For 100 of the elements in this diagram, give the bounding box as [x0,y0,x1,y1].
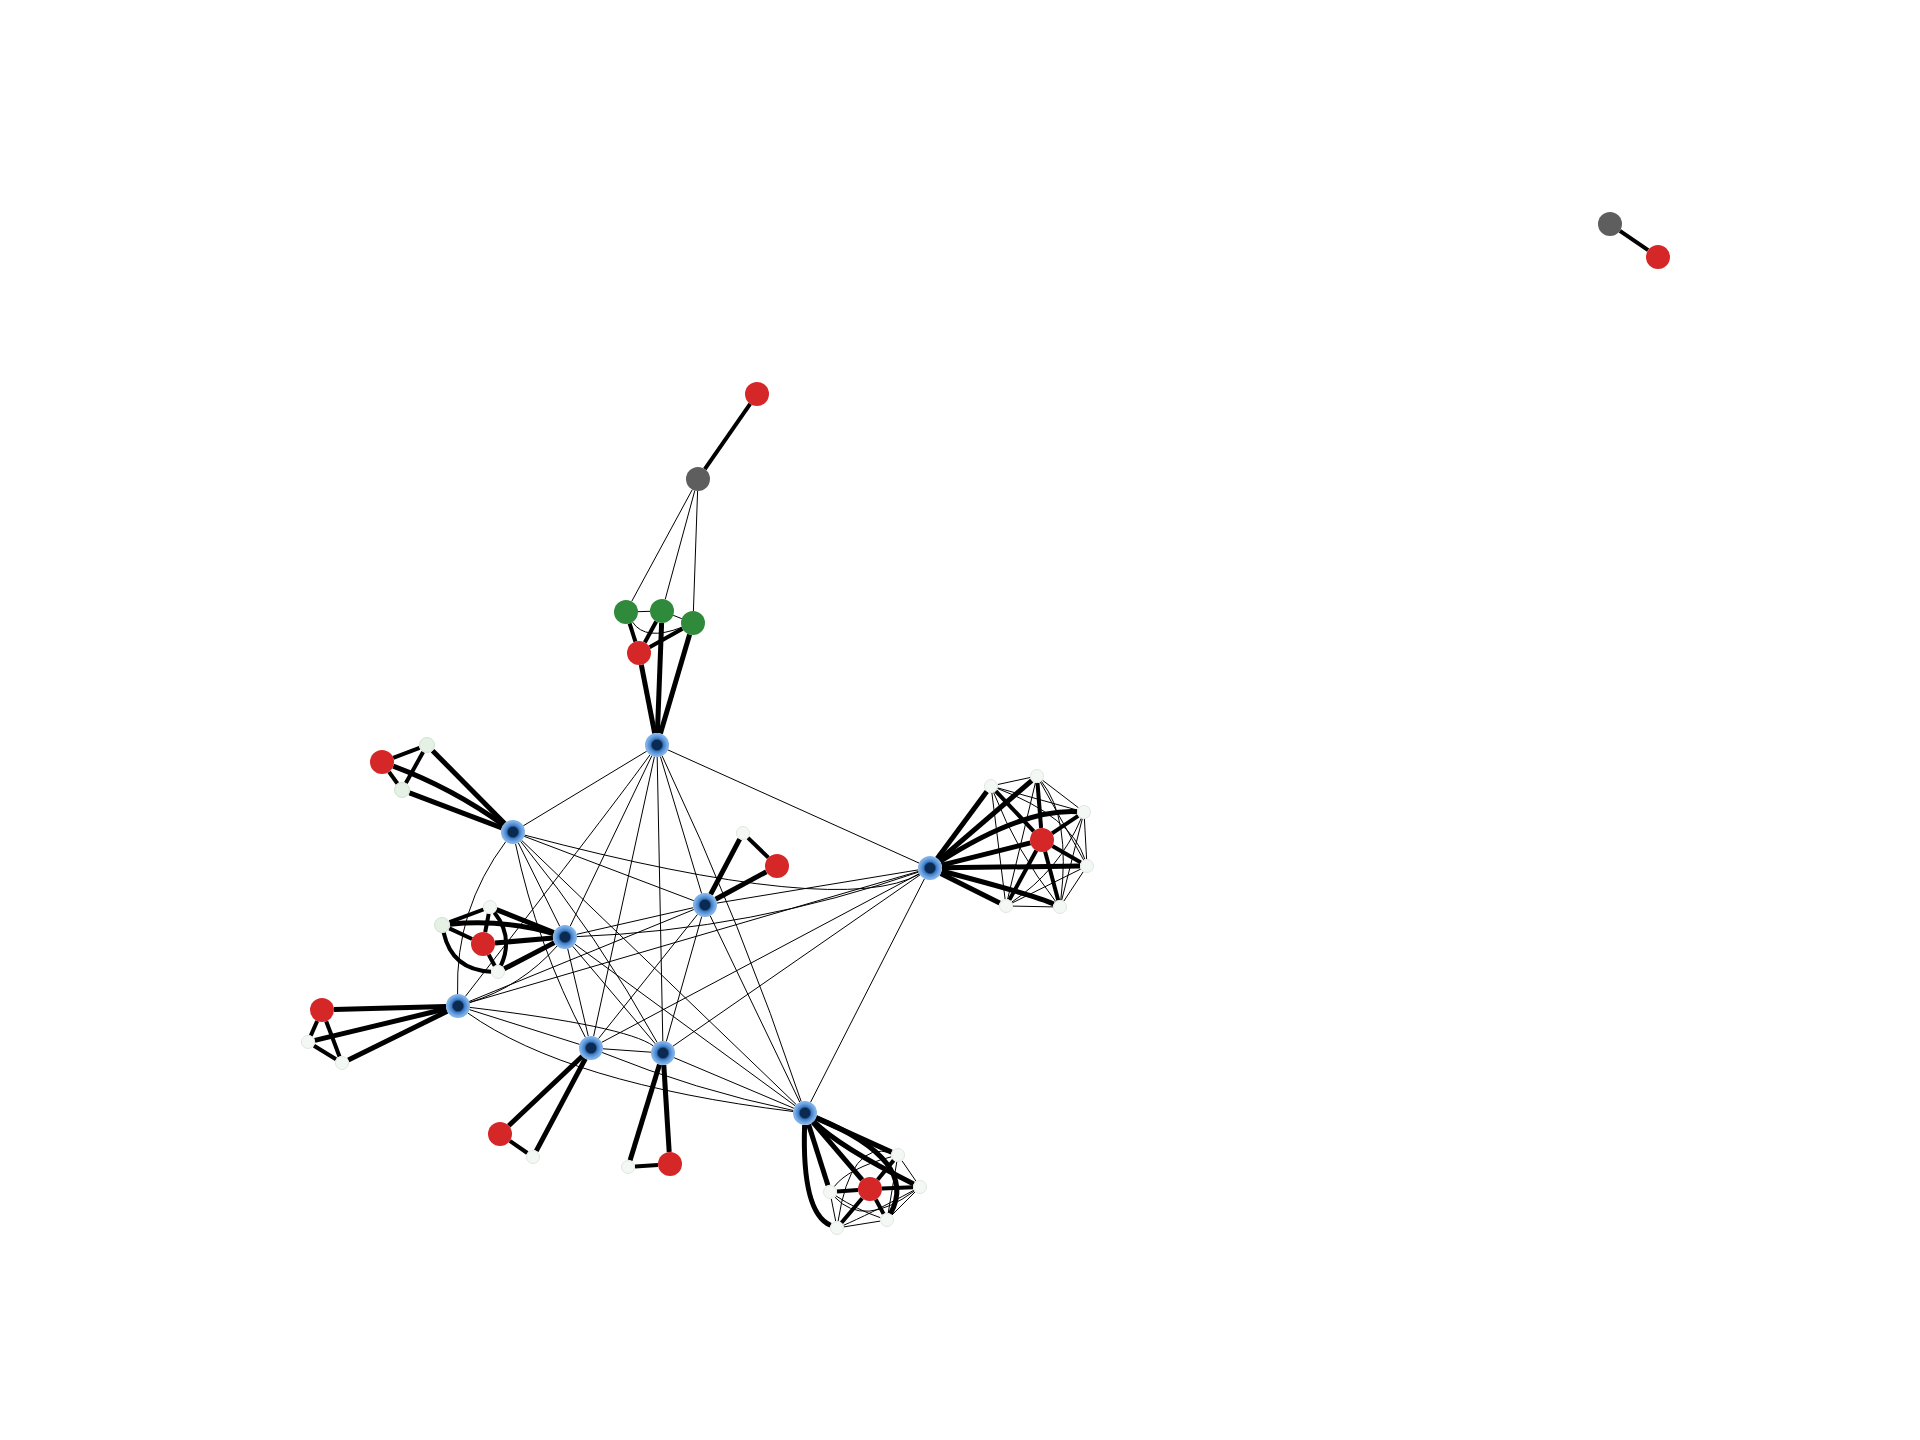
connector-line [833,1156,892,1187]
connector-line [508,1139,529,1155]
connector-line [494,935,554,946]
connector-line [887,1161,898,1214]
connector-line [503,940,556,971]
connector-line [631,489,693,602]
connector-line [1061,818,1083,901]
connector-line [333,1003,447,1013]
network-node [736,826,750,840]
connector-line [746,836,770,860]
network-node [491,965,505,979]
network-node [1053,900,1067,914]
connector-line [457,841,507,995]
network-node [658,1152,682,1176]
connector-line [939,871,1001,906]
connector-line [449,920,555,936]
network-node [1646,245,1670,269]
connector-line [524,834,921,890]
network-node [693,893,717,917]
connector-line [492,911,509,967]
connector-line [602,1048,652,1053]
connector-line [638,664,658,734]
connector-line [997,777,1031,785]
connector-line [312,1044,338,1061]
connector-line [534,1057,588,1152]
network-node [765,854,789,878]
connector-line [441,932,492,974]
network-node [918,856,942,880]
connector-line [1035,782,1044,829]
connector-line [1007,782,1036,900]
connector-line [483,913,491,933]
network-node [483,900,497,914]
network-node [1030,769,1044,783]
network-node [301,1035,315,1049]
connector-line [1043,851,1061,901]
connector-line [881,1185,914,1191]
network-node [501,820,525,844]
connector-line [673,1057,795,1109]
connector-line [314,1006,447,1043]
connector-line [941,863,1081,871]
network-node [446,994,470,1018]
network-node [614,600,638,624]
connector-line [308,1020,320,1037]
connector-line [643,620,658,644]
connector-line [709,915,801,1103]
network-node [310,998,334,1022]
connector-line [716,869,919,904]
connector-line [993,792,1057,902]
network-node [419,737,435,753]
connector-line [815,1115,900,1215]
network-node [858,1177,882,1201]
connector-line [1040,780,1064,901]
network-node [1077,805,1091,819]
network-node [335,1056,349,1070]
network-node [650,599,674,623]
connector-line [667,749,920,864]
network-node [793,1101,817,1125]
connector-line [991,792,1006,900]
connector-line [598,913,698,1040]
network-node [553,925,577,949]
connector-line [1051,844,1082,865]
connector-line [634,1162,659,1169]
connector-line [347,1009,449,1063]
connector-line [672,874,921,1047]
connector-line [665,916,703,1042]
connector-line [574,943,796,1107]
connector-line [810,878,925,1103]
connector-line [839,1196,864,1224]
connector-line [506,1054,585,1128]
connector-line [664,490,696,600]
connector-line [876,1159,896,1181]
connector-line [1618,229,1650,252]
network-node [394,782,410,798]
network-node [1598,212,1622,236]
connector-line [469,870,919,1004]
connector-line [469,1006,654,1047]
connector-line [601,1052,794,1111]
connector-line [627,1063,662,1162]
connector-line [593,756,655,1037]
network-node [471,932,495,956]
network-node [621,1160,635,1174]
connector-line [430,748,507,826]
network-node [745,382,769,406]
connector-line [714,869,768,902]
connector-line [1012,905,1054,908]
network-node [370,750,394,774]
connector-line [891,1191,916,1216]
connector-line [940,868,1055,907]
connector-line [1042,779,1079,809]
connector-line [521,839,797,1106]
network-node [686,467,710,491]
network-node [627,641,651,665]
connector-line [941,840,1031,868]
connector-line [834,1190,915,1212]
connector-line [1011,868,1082,904]
network-node [645,733,669,757]
connector-line [1039,781,1085,861]
connector-line [627,622,638,643]
connector-line [408,790,503,831]
connector-line [468,1009,581,1045]
